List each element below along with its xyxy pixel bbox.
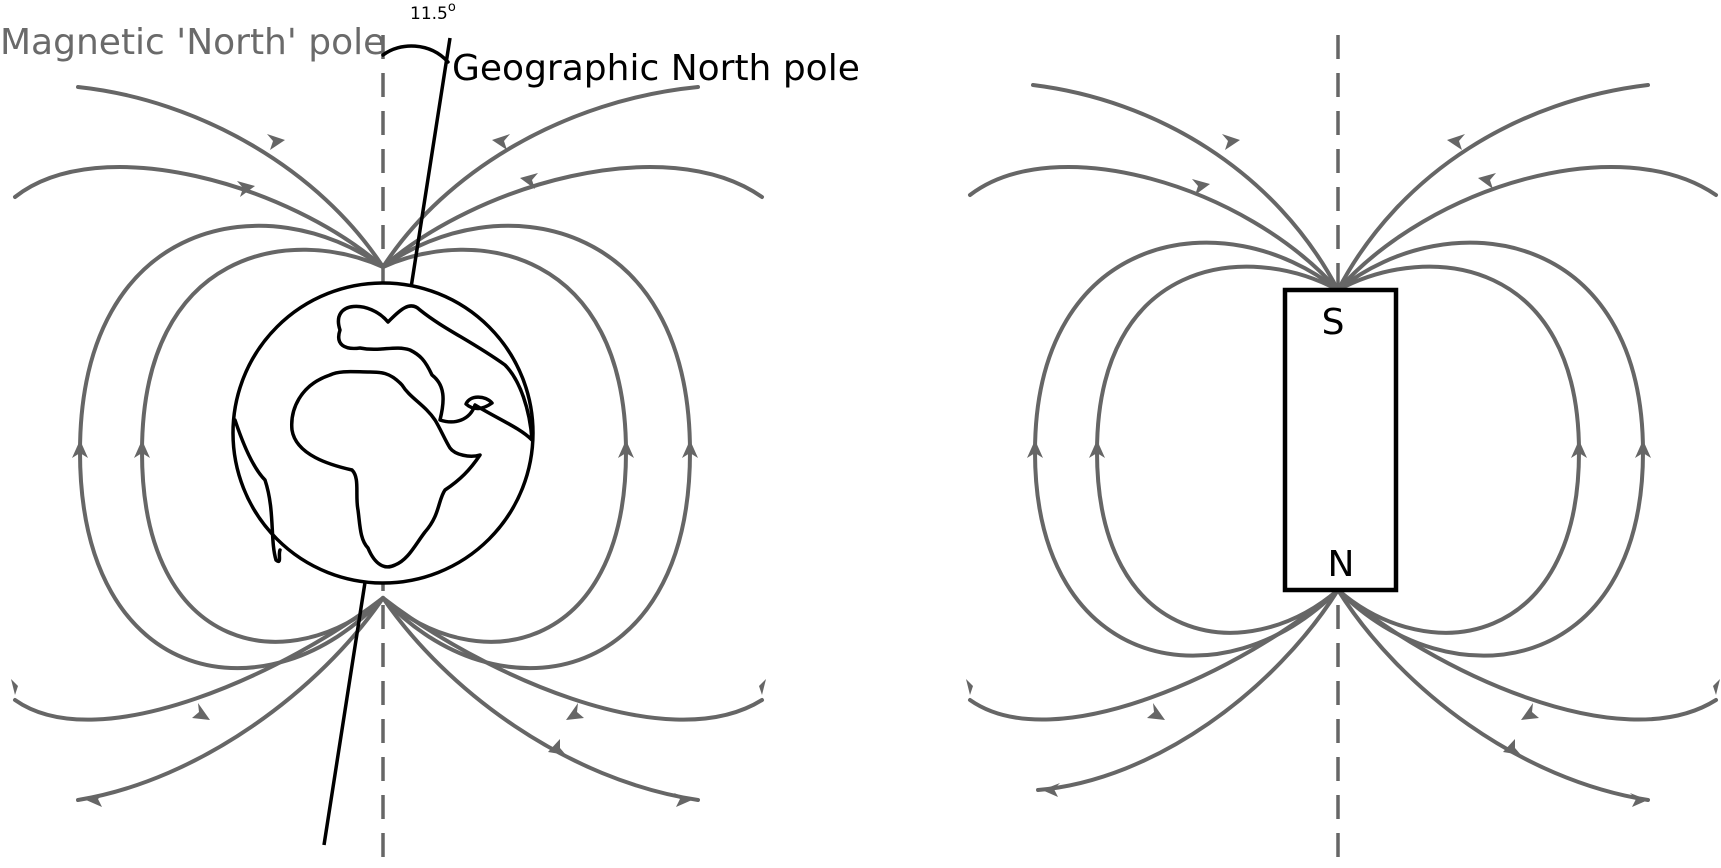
- magnet-field-lines: [968, 83, 1718, 802]
- field-line: [76, 85, 385, 269]
- arrow-up-icon: [1089, 440, 1105, 458]
- field-line: [1336, 588, 1650, 802]
- continent-eurasia: [336, 304, 534, 442]
- arrow-up-icon: [1571, 440, 1587, 458]
- arrow-right-icon: [267, 134, 285, 150]
- arrow-right-icon: [674, 793, 692, 807]
- continents: [233, 304, 534, 569]
- arrow-left-icon: [1447, 134, 1465, 150]
- field-line: [1031, 83, 1340, 292]
- arrow-right-icon: [1521, 703, 1539, 720]
- arrow-up-icon: [1027, 440, 1043, 458]
- field-line: [1336, 588, 1718, 722]
- field-line: [381, 85, 700, 269]
- arrow-right-icon: [1713, 679, 1720, 695]
- magnet-pole-n: N: [1328, 544, 1355, 585]
- continent-arabia: [464, 395, 494, 411]
- field-line: [1036, 588, 1340, 792]
- arrow-up-icon: [682, 440, 698, 458]
- tilt-angle-label: 11.5o: [410, 0, 456, 24]
- field-line: [968, 165, 1340, 292]
- arrow-right-icon: [548, 739, 566, 755]
- arrow-left-icon: [966, 679, 973, 695]
- earth-field-arrows: [11, 134, 766, 807]
- arrow-left-icon: [520, 173, 538, 189]
- arrow-right-icon: [759, 679, 766, 695]
- arrow-right-icon: [566, 703, 584, 720]
- magnet-panel: S N: [966, 35, 1720, 868]
- arrow-right-icon: [1222, 134, 1240, 150]
- magnetic-north-label: Magnetic 'North' pole: [0, 22, 385, 63]
- field-line: [1336, 83, 1650, 292]
- field-line: [13, 165, 385, 269]
- arrow-left-icon: [492, 134, 510, 150]
- arrow-right-icon: [237, 181, 255, 197]
- arrow-right-icon: [1630, 793, 1648, 807]
- geographic-north-label: Geographic North pole: [452, 48, 860, 89]
- arrow-left-icon: [1042, 783, 1060, 797]
- arrow-right-icon: [1503, 739, 1521, 755]
- magnet-field-arrows: [966, 134, 1720, 807]
- earth-field-lines: [13, 85, 764, 802]
- arrow-left-icon: [1147, 703, 1165, 720]
- arrow-up-icon: [134, 440, 150, 458]
- field-line: [381, 596, 700, 802]
- continent-americas-edge: [233, 418, 282, 563]
- arrow-left-icon: [86, 793, 104, 807]
- continent-africa: [290, 369, 482, 569]
- field-line: [381, 596, 764, 722]
- tilt-angle-arc: [381, 44, 450, 64]
- arrow-up-icon: [72, 440, 88, 458]
- field-line: [381, 165, 764, 269]
- earth-panel: Magnetic 'North' pole Geographic North p…: [0, 0, 860, 868]
- arrow-up-icon: [618, 440, 634, 458]
- earth-globe: [231, 281, 535, 585]
- field-line: [13, 596, 385, 722]
- magnet-pole-s: S: [1322, 302, 1345, 343]
- field-line: [968, 588, 1340, 722]
- tilt-angle-value: 11.5: [410, 4, 448, 24]
- bar-magnet: [1282, 287, 1399, 593]
- arrow-left-icon: [11, 679, 18, 695]
- arrow-left-icon: [192, 703, 210, 720]
- tilt-angle-unit: o: [448, 0, 456, 15]
- field-line: [1336, 165, 1718, 292]
- field-line: [76, 596, 385, 802]
- arrow-right-icon: [1192, 179, 1210, 195]
- arrow-left-icon: [1478, 173, 1496, 189]
- arrow-up-icon: [1635, 440, 1651, 458]
